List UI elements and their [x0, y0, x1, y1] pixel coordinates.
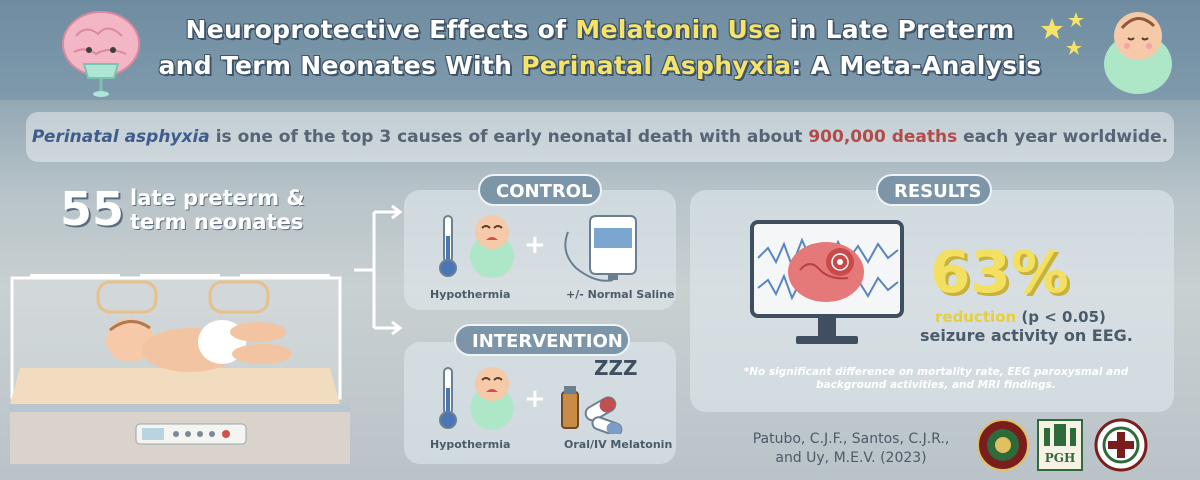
result-outcome: seizure activity on EEG. [920, 326, 1133, 345]
brain-with-mask-icon [62, 11, 140, 97]
thermometer-icon [439, 367, 457, 429]
saline-bag-icon [564, 215, 637, 282]
fact-banner: Perinatal asphyxia is one of the top 3 c… [26, 112, 1174, 162]
intervention-label: INTERVENTION [454, 324, 630, 356]
control-label: CONTROL [478, 174, 602, 206]
citation: Patubo, C.J.F., Santos, C.J.R., and Uy, … [752, 431, 950, 466]
melatonin-pills-icon [561, 386, 623, 434]
intervention-item-melatonin: Oral/IV Melatonin [564, 438, 673, 451]
thermometer-icon [439, 215, 457, 277]
department-seal-logo [1094, 418, 1148, 472]
header [0, 0, 1200, 100]
neonate-count-label: late preterm & term neonates [130, 186, 305, 234]
sleep-zzz-icon: ZZZ [594, 356, 638, 380]
intervention-item-hypothermia: Hypothermia [430, 438, 511, 451]
pgh-logo-text: PGH [1045, 451, 1076, 465]
result-reduction: reduction (p < 0.05) [935, 308, 1106, 326]
university-seal-logo [977, 419, 1029, 471]
control-item-hypothermia: Hypothermia [430, 288, 511, 301]
result-footnote: *No significant difference on mortality … [743, 366, 1129, 391]
pgh-logo: PGH [1037, 419, 1083, 471]
swaddled-baby-icon [470, 215, 514, 278]
incubator-icon [10, 274, 350, 464]
swaddled-baby-icon [470, 367, 514, 430]
plus-sign: + [524, 230, 546, 260]
plus-sign: + [524, 384, 546, 414]
stars-icon [1041, 12, 1084, 55]
result-percentage: 63% [930, 238, 1069, 306]
swaddled-baby-icon [1104, 12, 1172, 94]
results-label: RESULTS [876, 174, 992, 206]
eeg-monitor-brain-icon [750, 220, 904, 344]
page-title: Neuroprotective Effects of Melatonin Use… [158, 15, 1042, 80]
control-item-saline: +/- Normal Saline [566, 288, 675, 301]
branch-arrows [354, 204, 403, 336]
neonate-count: 55 [60, 182, 125, 236]
